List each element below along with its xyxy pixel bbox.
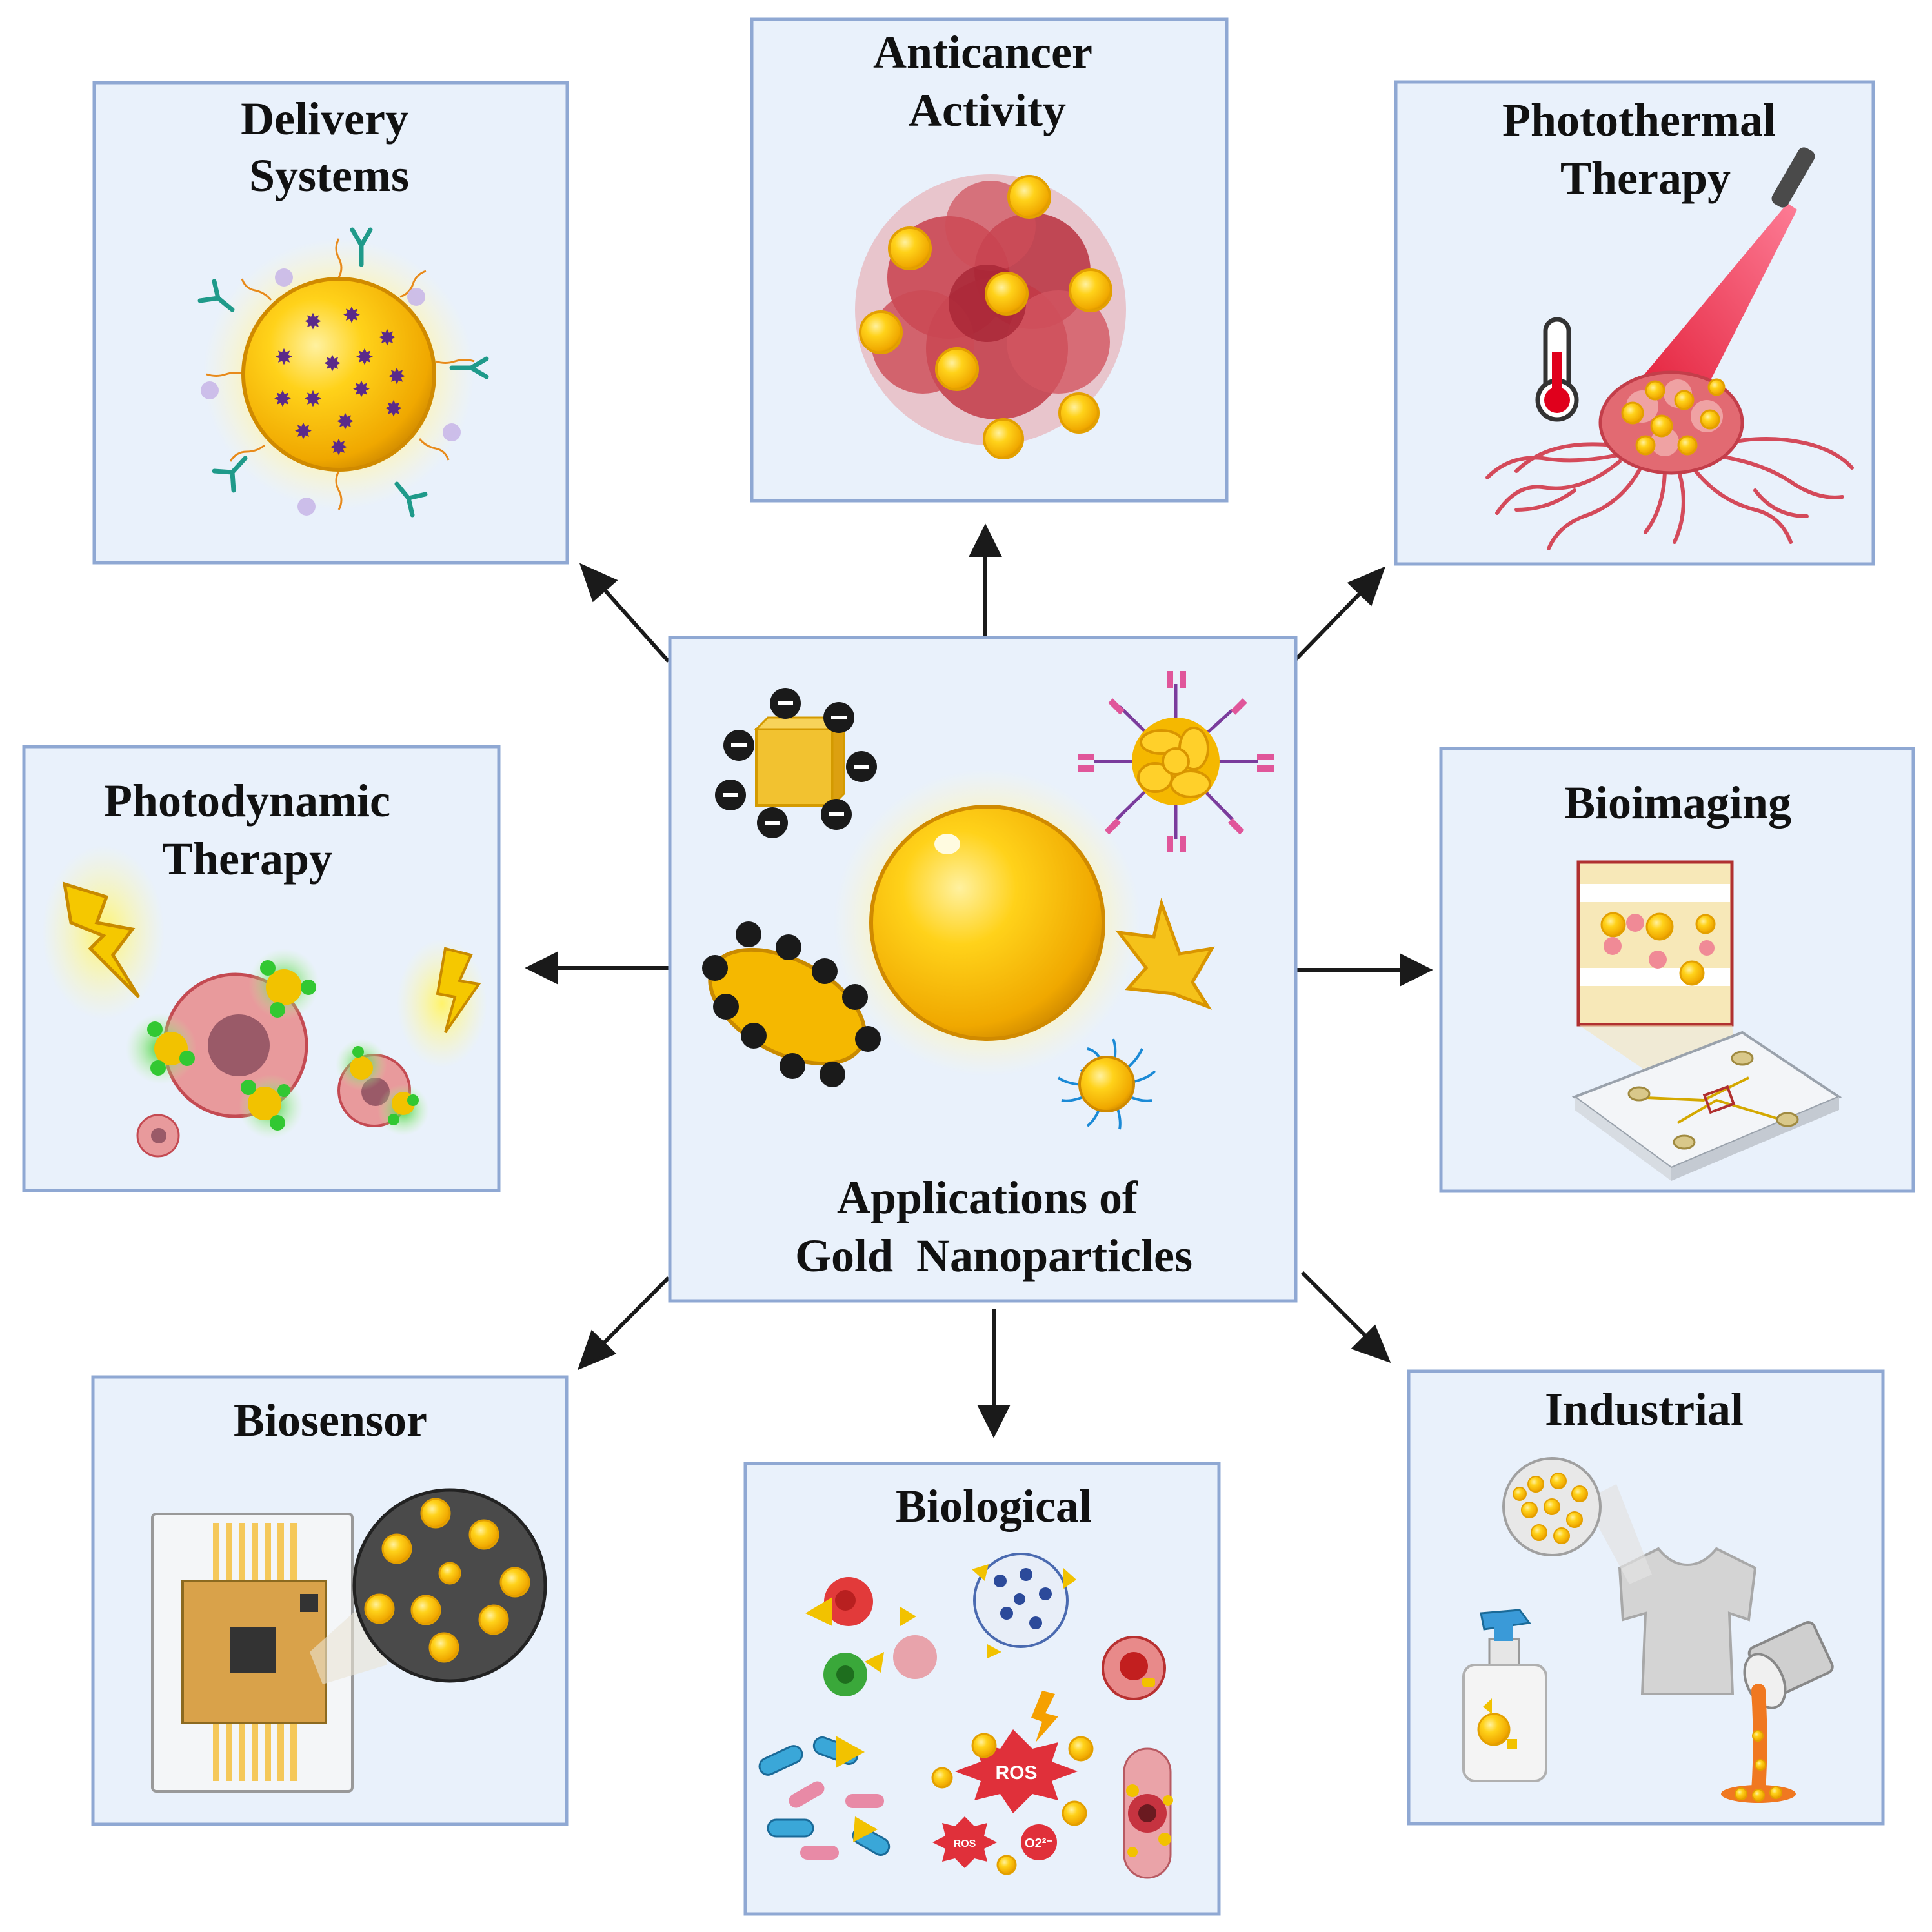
surface-ligands — [201, 268, 461, 516]
laser-beam — [1623, 203, 1797, 419]
anticancer-title-line1: Anticancer — [873, 26, 1092, 78]
gold-nanostar — [1115, 898, 1215, 1010]
arrows — [525, 523, 1433, 1438]
svg-text:✸: ✸ — [330, 435, 348, 461]
arrow-to-delivery — [601, 587, 670, 663]
svg-text:✸: ✸ — [336, 409, 355, 435]
industrial-title: Industrial — [1545, 1384, 1744, 1435]
lightning-bolt-icon — [62, 881, 141, 998]
thermometer-icon — [1535, 317, 1579, 422]
positive-charge-markers — [702, 921, 881, 1087]
svg-text:✸: ✸ — [356, 345, 374, 370]
center-panel: Applications of Gold Nanoparticles — [668, 636, 1298, 1303]
sphere-highlight — [934, 834, 960, 854]
svg-text:✸: ✸ — [294, 419, 313, 445]
arrowhead-anticancer — [969, 523, 1002, 557]
sensor-corner-pad — [300, 1594, 318, 1612]
bacteria — [758, 1736, 891, 1860]
center-title-line1: Applications of — [837, 1172, 1138, 1223]
heated-tumor — [1598, 370, 1744, 475]
panel-bioimaging: Bioimaging — [1439, 747, 1915, 1193]
immune-cells — [823, 1577, 937, 1696]
spray-bottle-icon — [1462, 1609, 1547, 1782]
arrowhead-biosensor — [577, 1329, 617, 1371]
bioimaging-title: Bioimaging — [1564, 777, 1791, 829]
svg-text:✸: ✸ — [378, 325, 397, 351]
svg-text:✸: ✸ — [304, 387, 323, 412]
panel-photothermal-therapy: Photothermal Therapy — [1394, 80, 1875, 566]
svg-text:✸: ✸ — [388, 364, 407, 390]
reactive-oxygen-species: ROS ROS O2²⁻ — [931, 1691, 1094, 1875]
infected-cell — [1102, 1636, 1166, 1700]
ros-label-small: ROS — [954, 1838, 976, 1849]
arrowhead-industrial — [1351, 1324, 1391, 1363]
microscope-inset — [1576, 860, 1734, 1027]
laser-pointer-icon — [1771, 147, 1815, 208]
delivery-title-line2: Systems — [249, 150, 409, 201]
drug-carrier-particle — [241, 277, 436, 472]
center-title-line2: Gold Nanoparticles — [795, 1230, 1192, 1282]
panel-biosensor: Biosensor — [91, 1375, 569, 1826]
svg-text:✸: ✸ — [352, 377, 371, 403]
gold-nanocube — [754, 715, 847, 808]
tumor-vasculature — [1485, 437, 1854, 550]
biosensor-title: Biosensor — [234, 1394, 427, 1446]
arrowhead-photodynamic — [525, 951, 558, 985]
magnified-gold-view — [352, 1488, 547, 1683]
photothermal-title-line2: Therapy — [1560, 152, 1731, 204]
photothermal-title-line1: Photothermal — [1502, 94, 1776, 146]
tshirt-icon — [1618, 1547, 1757, 1695]
svg-text:✸: ✸ — [343, 303, 361, 328]
photosensitizer-particles — [126, 949, 429, 1139]
photodynamic-title-line2: Therapy — [162, 833, 332, 885]
panel-delivery-systems: Delivery Systems ✸✸✸ ✸✸✸✸ ✸✸✸✸ ✸✸✸ — [92, 81, 569, 565]
arrowhead-delivery — [579, 563, 618, 603]
drug-molecules: ✸✸✸ ✸✸✸✸ ✸✸✸✸ ✸✸✸ — [274, 303, 407, 461]
paint-can-icon — [1721, 1620, 1834, 1803]
arrowhead-bioimaging — [1400, 953, 1433, 987]
arrowhead-photothermal — [1347, 566, 1386, 607]
arrow-to-industrial — [1300, 1271, 1369, 1339]
gold-triangles — [805, 1597, 916, 1673]
negative-charge-signs — [723, 701, 869, 825]
lightning-bolt-icon-right — [436, 947, 481, 1034]
virus-particle — [972, 1553, 1076, 1658]
targeting-antibodies — [197, 227, 489, 518]
svg-text:✸: ✸ — [274, 387, 292, 412]
gold-nanosphere — [869, 805, 1105, 1041]
light-glow-right — [397, 939, 487, 1068]
photodynamic-title-line1: Photodynamic — [104, 775, 390, 827]
tissue-section — [1123, 1747, 1173, 1879]
panel-photodynamic-therapy: Photodynamic Therapy — [22, 745, 501, 1192]
biological-title: Biological — [896, 1480, 1092, 1532]
ligand-coated-nanoparticle — [1057, 1038, 1156, 1130]
arrowhead-biological — [977, 1405, 1011, 1438]
delivery-title-line1: Delivery — [241, 93, 408, 145]
ros-label-large: ROS — [995, 1762, 1037, 1784]
antibody-nanocluster — [1078, 671, 1274, 852]
svg-text:✸: ✸ — [275, 345, 294, 370]
microfluidic-chip — [1571, 1031, 1842, 1181]
svg-text:✸: ✸ — [385, 396, 403, 422]
superoxide-label: O2²⁻ — [1025, 1836, 1053, 1851]
sensor-electrodes — [213, 1523, 297, 1781]
svg-text:✸: ✸ — [304, 309, 323, 335]
peg-chains — [206, 238, 475, 510]
magnified-fabric-view — [1502, 1457, 1652, 1584]
svg-text:✸: ✸ — [323, 351, 342, 377]
gold-nanoparticles-anticancer — [859, 175, 1112, 459]
panel-biological: Biological — [743, 1462, 1221, 1916]
arrow-to-biosensor — [601, 1276, 670, 1345]
panel-industrial: Industrial — [1407, 1369, 1885, 1826]
arrow-to-photothermal — [1294, 590, 1363, 661]
sensor-die — [230, 1627, 276, 1673]
panel-anticancer-activity: Anticancer Activity — [750, 17, 1229, 503]
anticancer-title-line2: Activity — [909, 85, 1066, 136]
